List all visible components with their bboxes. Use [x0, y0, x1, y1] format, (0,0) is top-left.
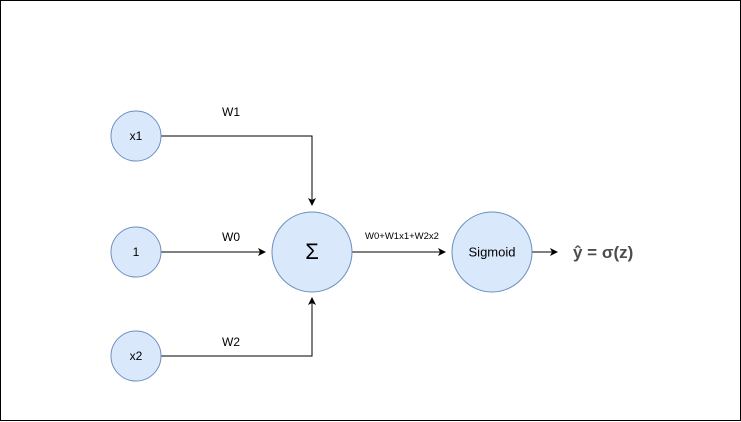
summation-node-circle — [271, 211, 353, 293]
weight-label-w1: W1 — [222, 105, 240, 119]
input-node-x1-circle — [110, 110, 162, 162]
summation-node-label: Σ — [305, 239, 319, 264]
input-node-x2-circle — [110, 330, 162, 382]
bias-node-label: 1 — [133, 245, 140, 259]
weight-label-w0: W0 — [222, 230, 240, 244]
edge-x1-to-sum — [161, 135, 316, 206]
bias-node: 1 — [110, 226, 162, 278]
input-node-x2: x2 — [110, 330, 162, 382]
input-node-x1-label: x1 — [130, 129, 143, 143]
input-node-x1: x1 — [110, 110, 162, 162]
edge-x2-to-sum — [161, 297, 316, 357]
bias-node-circle — [110, 226, 162, 278]
output-expression: ŷ = σ(z) — [573, 243, 633, 262]
sigmoid-node-circle — [451, 211, 533, 293]
weight-label-w2: W2 — [222, 335, 240, 349]
summation-node: Σ — [271, 211, 353, 293]
sigmoid-node-label: Sigmoid — [469, 244, 516, 259]
sigmoid-node: Sigmoid — [451, 211, 533, 293]
weighted-sum-label: W0+W1x1+W2x2 — [365, 231, 439, 242]
input-node-x2-label: x2 — [130, 349, 143, 363]
